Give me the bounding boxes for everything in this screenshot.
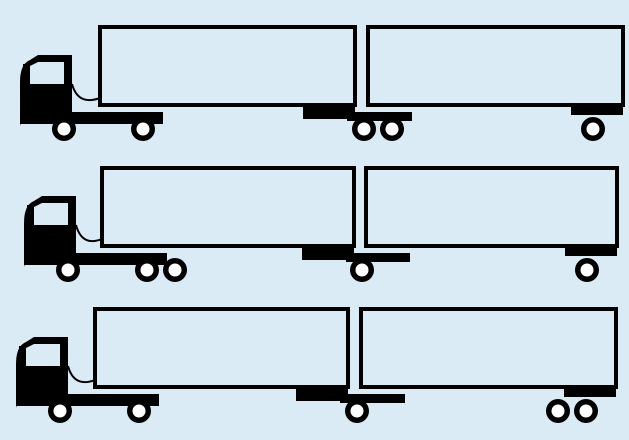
front-trailer-bogie [303,105,355,119]
wheel [574,399,598,423]
wheel [135,258,159,282]
air-hose [67,365,96,384]
wheel [131,117,155,141]
truck-row-2 [24,166,619,282]
hub [168,263,182,277]
wheel [48,399,72,423]
cab-mirror [27,205,31,219]
wheel [352,117,376,141]
wheel [56,258,80,282]
rear-trailer [366,25,625,107]
hub [57,122,71,136]
truck-row-1 [20,25,625,141]
dolly-drawbar [340,394,405,403]
hub [385,122,399,136]
wheel [52,117,76,141]
hub [350,404,364,418]
hub [61,263,75,277]
hub [355,263,369,277]
hub [53,404,67,418]
truck-row-3 [16,307,618,423]
rear-trailer-bogie-block [565,246,617,256]
front-trailer [98,25,357,107]
front-trailer [93,307,350,389]
rear-trailer [364,166,619,248]
front-trailer [100,166,356,248]
wheel [546,399,570,423]
cab-mirror [19,346,23,360]
wheel [581,117,605,141]
hub [132,404,146,418]
wheel [345,399,369,423]
cab-window [30,62,64,84]
hub [586,122,600,136]
hub [140,263,154,277]
hub [136,122,150,136]
wheel [163,258,187,282]
wheel [575,258,599,282]
hub [551,404,565,418]
hub [579,404,593,418]
rear-trailer [359,307,618,389]
rear-trailer-bogie-block [564,387,616,397]
cab-mirror [23,64,27,78]
wheel [380,117,404,141]
air-hose [75,224,103,243]
hub [357,122,371,136]
air-hose [71,83,101,102]
hub [580,263,594,277]
dolly-drawbar [346,253,410,262]
wheel [127,399,151,423]
wheel [350,258,374,282]
dolly-drawbar [347,112,412,121]
front-trailer-bogie [302,246,354,260]
front-trailer-bogie [296,387,348,401]
cab-window [34,203,68,225]
rear-trailer-bogie-block [571,105,623,115]
cab-window [26,344,60,366]
